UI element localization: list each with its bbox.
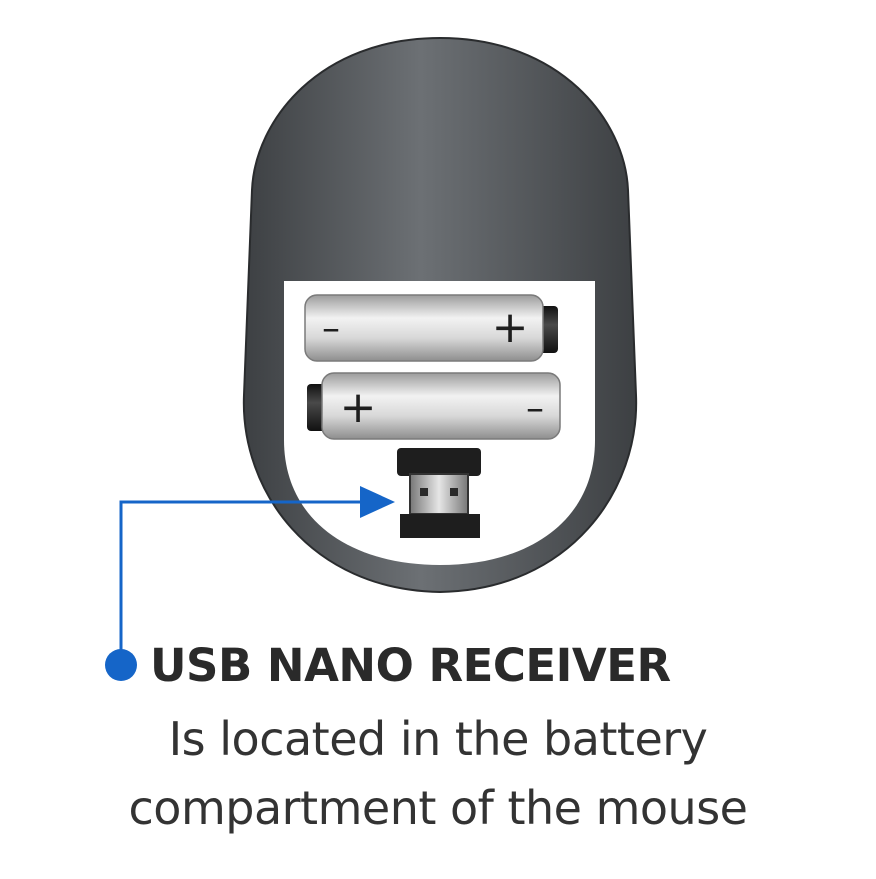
arrow-head [360, 486, 395, 518]
receiver-pin-right [450, 488, 458, 496]
battery-bottom-minus: – [526, 388, 544, 429]
receiver-base [400, 514, 480, 538]
caption-title: USB NANO RECEIVER [150, 639, 671, 692]
battery-top-body [304, 294, 544, 362]
battery-bottom: + – [307, 372, 561, 440]
receiver-connector [409, 473, 469, 515]
battery-bottom-body [321, 372, 561, 440]
pointer-line [119, 500, 370, 662]
battery-top-minus: – [322, 308, 340, 349]
receiver-pin-left [420, 488, 428, 496]
battery-bottom-plus: + [340, 382, 377, 433]
battery-top: – + [304, 294, 558, 362]
caption-line-1: Is located in the battery [168, 712, 708, 766]
usb-nano-receiver [397, 448, 481, 538]
pointer-arrow [105, 486, 395, 681]
receiver-top [397, 448, 481, 476]
pointer-dot [105, 649, 137, 681]
battery-top-plus: + [492, 302, 529, 353]
caption-line-2: compartment of the mouse [128, 781, 748, 835]
